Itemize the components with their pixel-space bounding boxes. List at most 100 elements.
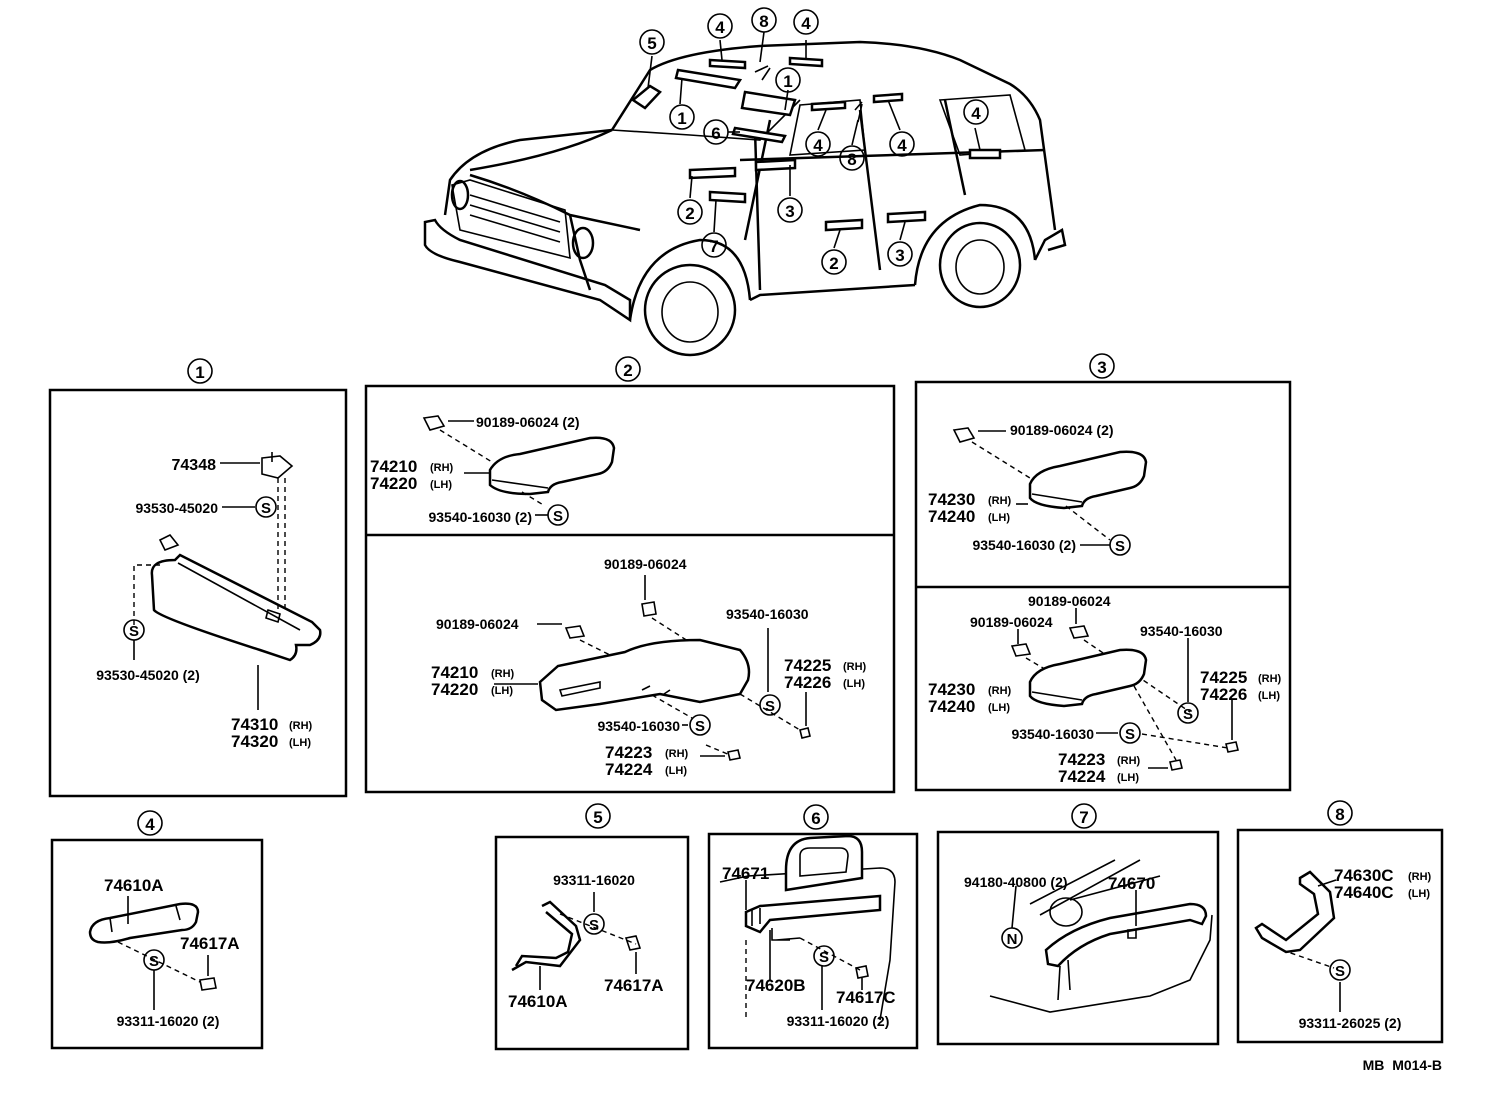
part-93311-16020[interactable]: 93311-16020 (553, 872, 635, 888)
panel-5-header[interactable]: 5 (585, 803, 611, 829)
callout-8-vehicle-a[interactable]: 8 (751, 7, 777, 33)
assist-grip-part (1254, 870, 1336, 954)
svg-text:6: 6 (811, 809, 820, 828)
callout-3-vehicle-a[interactable]: 3 (777, 197, 803, 223)
part-74320[interactable]: 74320 (231, 732, 278, 751)
sun-visor-part (150, 553, 322, 662)
clip-part (422, 415, 446, 431)
callout-4-vehicle-a[interactable]: 4 (707, 13, 733, 39)
part-74310[interactable]: 74310 (231, 715, 278, 734)
panel-6-header[interactable]: 6 (803, 804, 829, 830)
svg-text:1: 1 (677, 109, 686, 128)
screw-symbol: S (1119, 722, 1141, 744)
dash-panel-part (719, 867, 896, 1021)
part-90189-06024-c[interactable]: 90189-06024 (436, 616, 519, 632)
callout-1-vehicle-b[interactable]: 1 (669, 104, 695, 130)
part-74220-b[interactable]: 74220 (431, 680, 478, 699)
part-90189-06024-2[interactable]: 90189-06024 (2) (1010, 422, 1114, 438)
screw-symbol: S (759, 694, 781, 716)
panel-4-header[interactable]: 4 (137, 810, 163, 836)
part-74223[interactable]: 74223 (1058, 750, 1105, 769)
svg-text:S: S (589, 917, 599, 934)
part-74223[interactable]: 74223 (605, 743, 652, 762)
callout-4-vehicle-e[interactable]: 4 (963, 99, 989, 125)
part-74610A[interactable]: 74610A (508, 992, 568, 1011)
part-74220[interactable]: 74220 (370, 474, 417, 493)
part-93311-16020-2[interactable]: 93311-16020 (2) (787, 1013, 890, 1029)
panel-7-header[interactable]: 7 (1071, 803, 1097, 829)
svg-text:S: S (695, 718, 705, 735)
rh-suffix: (RH) (843, 661, 867, 673)
vehicle-illustration (423, 31, 1067, 357)
part-74670[interactable]: 74670 (1108, 874, 1155, 893)
part-90189-06024-b[interactable]: 90189-06024 (1028, 593, 1111, 609)
callout-4-vehicle-c[interactable]: 4 (805, 131, 831, 157)
rh-suffix: (RH) (430, 462, 454, 474)
part-74671[interactable]: 74671 (722, 864, 769, 883)
svg-text:S: S (1115, 538, 1125, 555)
part-93311-26025-2[interactable]: 93311-26025 (2) (1299, 1015, 1402, 1031)
panel-5-frame (494, 835, 690, 1051)
part-74230[interactable]: 74230 (928, 490, 975, 509)
part-74225[interactable]: 74225 (784, 656, 831, 675)
part-93540-16030-2[interactable]: 93540-16030 (2) (972, 537, 1076, 553)
panel-1-header[interactable]: 1 (187, 358, 213, 384)
part-93530-45020-2[interactable]: 93530-45020 (2) (96, 667, 200, 683)
part-90189-06024-b[interactable]: 90189-06024 (604, 556, 687, 572)
callout-5-vehicle[interactable]: 5 (639, 29, 665, 55)
callout-4-vehicle-d[interactable]: 4 (889, 131, 915, 157)
part-93311-16020-2[interactable]: 93311-16020 (2) (117, 1013, 220, 1029)
panel-3-header[interactable]: 3 (1089, 353, 1115, 379)
lh-suffix: (LH) (1258, 690, 1280, 702)
part-90189-06024-c[interactable]: 90189-06024 (970, 614, 1053, 630)
svg-text:S: S (129, 623, 139, 640)
part-74224[interactable]: 74224 (1058, 767, 1106, 786)
part-93540-16030-b[interactable]: 93540-16030 (1140, 623, 1223, 639)
part-74210-b[interactable]: 74210 (431, 663, 478, 682)
callout-1-vehicle-a[interactable]: 1 (775, 67, 801, 93)
part-74240-b[interactable]: 74240 (928, 697, 975, 716)
screw-symbol: S (689, 714, 711, 736)
callout-8-vehicle-b[interactable]: 8 (839, 145, 865, 171)
svg-text:S: S (1125, 726, 1135, 743)
part-74610A[interactable]: 74610A (104, 876, 164, 895)
panel-2-header[interactable]: 2 (615, 356, 641, 382)
part-74630C[interactable]: 74630C (1334, 866, 1394, 885)
svg-text:1: 1 (195, 363, 204, 382)
part-74224[interactable]: 74224 (605, 760, 653, 779)
part-74226[interactable]: 74226 (1200, 685, 1247, 704)
panel-8-header[interactable]: 8 (1327, 800, 1353, 826)
callout-2-vehicle-b[interactable]: 2 (821, 249, 847, 275)
diagram-code: MB M014-B (1363, 1057, 1442, 1073)
svg-text:S: S (553, 508, 563, 525)
callout-6-vehicle[interactable]: 6 (703, 119, 729, 145)
callout-7-vehicle[interactable]: 7 (701, 232, 727, 258)
part-74617A[interactable]: 74617A (604, 976, 664, 995)
grip-handle-part (511, 900, 582, 972)
screw-symbol: S (583, 913, 605, 935)
part-93540-16030-c[interactable]: 93540-16030 (597, 718, 680, 734)
part-74348[interactable]: 74348 (172, 457, 217, 474)
part-93530-45020[interactable]: 93530-45020 (135, 500, 218, 516)
part-94180-40800-2[interactable]: 94180-40800 (2) (964, 874, 1068, 890)
callout-4-vehicle-b[interactable]: 4 (793, 9, 819, 35)
svg-text:6: 6 (711, 124, 720, 143)
panel-5: 5 93311-16020 S 74610A 74617A (494, 803, 690, 1051)
screw-symbol: S (813, 945, 835, 967)
callout-2-vehicle-a[interactable]: 2 (677, 199, 703, 225)
part-93540-16030-c[interactable]: 93540-16030 (1011, 726, 1094, 742)
part-74640C[interactable]: 74640C (1334, 883, 1394, 902)
part-93540-16030-b[interactable]: 93540-16030 (726, 606, 809, 622)
part-74617C[interactable]: 74617C (836, 988, 896, 1007)
svg-text:S: S (1335, 963, 1345, 980)
part-74210[interactable]: 74210 (370, 457, 417, 476)
part-74240[interactable]: 74240 (928, 507, 975, 526)
part-74225[interactable]: 74225 (1200, 668, 1247, 687)
part-74226[interactable]: 74226 (784, 673, 831, 692)
part-74617A[interactable]: 74617A (180, 934, 240, 953)
part-90189-06024-2[interactable]: 90189-06024 (2) (476, 414, 580, 430)
part-93540-16030-2[interactable]: 93540-16030 (2) (428, 509, 532, 525)
callout-3-vehicle-b[interactable]: 3 (887, 241, 913, 267)
part-74230-b[interactable]: 74230 (928, 680, 975, 699)
part-74620B[interactable]: 74620B (746, 976, 806, 995)
